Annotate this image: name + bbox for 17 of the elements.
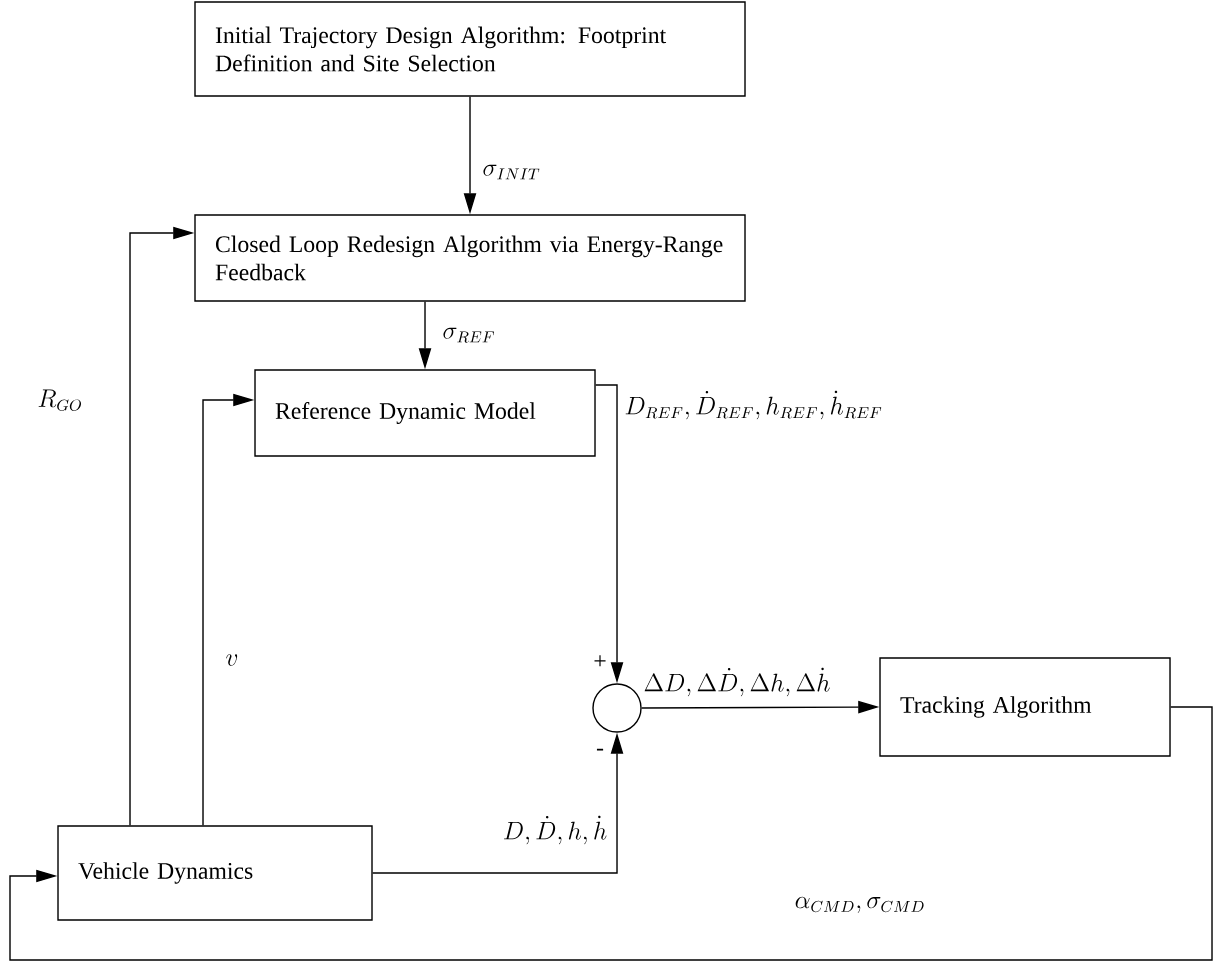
edge-label: $\sigma_{REF}$ bbox=[440, 325, 498, 345]
process-box: Closed Loop Redesign Algorithm via Energy-Range Feedback bbox=[194, 214, 746, 302]
edge-label: $\sigma_{INIT}$ bbox=[480, 162, 543, 182]
process-box: Tracking Algorithm bbox=[879, 657, 1171, 757]
sign-label: + bbox=[594, 655, 606, 667]
arrow bbox=[9, 706, 1213, 961]
edge-label: $D, \dot{D}, h, \dot{h}$ bbox=[501, 814, 609, 846]
edge-label: $R_{GO}$ bbox=[35, 387, 85, 413]
edge-label: $\Delta D, \Delta\dot{D}, \Delta h, \Delta\dot{h}$ bbox=[641, 666, 833, 698]
process-box: Initial Trajectory Design Algorithm: Footprint Definition and Site Selection bbox=[194, 1, 746, 97]
sign-label: - bbox=[596, 748, 604, 751]
process-box: Vehicle Dynamics bbox=[57, 825, 373, 921]
edge-label: $D_{REF}, \dot{D}_{REF}, h_{REF}, \dot{h}_{REF}$ bbox=[622, 389, 885, 421]
summing-junction bbox=[592, 683, 642, 733]
edge-label: $v$ bbox=[223, 652, 241, 668]
edge-label: $\alpha_{CMD}, \sigma_{CMD}$ bbox=[792, 895, 928, 915]
process-box: Reference Dynamic Model bbox=[254, 369, 596, 457]
